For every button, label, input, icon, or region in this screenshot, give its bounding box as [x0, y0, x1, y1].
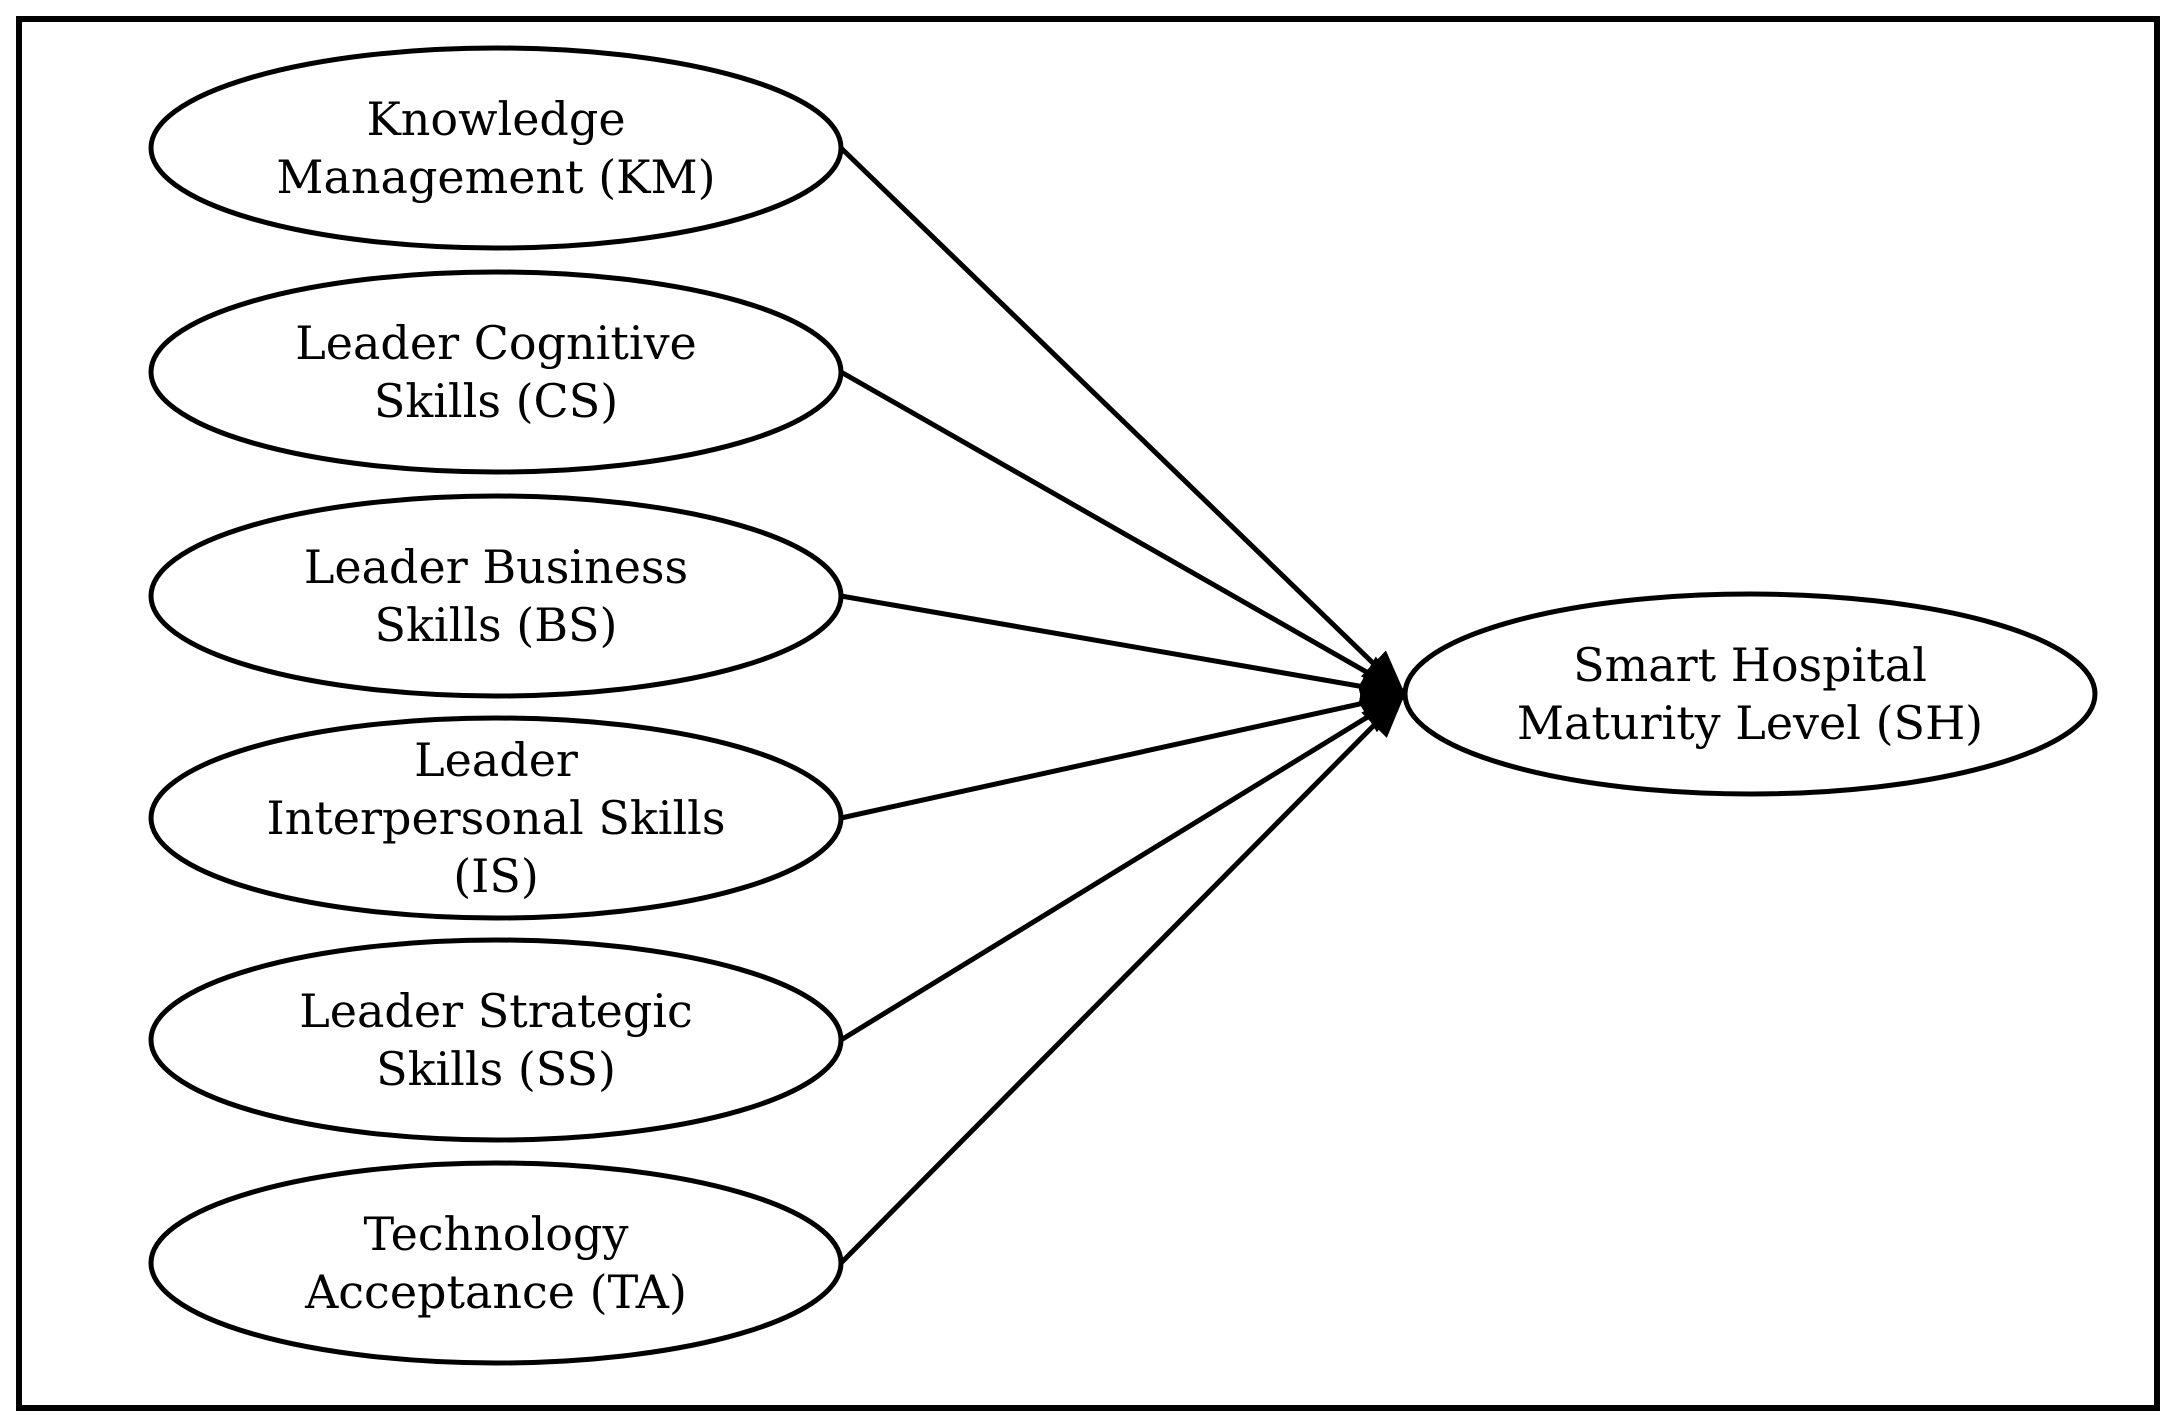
node-ellipse-bs — [148, 493, 844, 699]
arrow-km-to-sh — [839, 146, 1407, 696]
node-ellipse-is — [148, 715, 844, 921]
arrow-bs-to-sh — [840, 593, 1406, 705]
node-label-sh-line-1: Smart Hospital — [1573, 638, 1927, 692]
node-label-ta-line-2: Acceptance (TA) — [304, 1265, 687, 1319]
node-label-is-line-2: Interpersonal Skills — [267, 791, 726, 845]
node-label-km-line-1: Knowledge — [366, 92, 625, 146]
node-label-ta-line-1: Technology — [364, 1207, 629, 1261]
node-ellipse-cs — [148, 269, 844, 475]
node-label-km-line-2: Management (KM) — [276, 150, 715, 204]
node-label-sh-line-2: Maturity Level (SH) — [1517, 696, 1983, 750]
node-label-is-line-3: (IS) — [453, 849, 539, 903]
node-label-bs-line-2: Skills (BS) — [375, 598, 618, 652]
node-ellipse-km — [148, 45, 844, 251]
arrow-ss-to-sh — [839, 691, 1407, 1043]
edges-layer — [839, 146, 1407, 1265]
node-ellipse-sh — [1402, 591, 2098, 797]
node-label-ss-line-1: Leader Strategic — [299, 984, 693, 1038]
node-ellipse-ss — [148, 937, 844, 1143]
arrow-is-to-sh — [840, 685, 1406, 821]
node-label-bs-line-1: Leader Business — [304, 540, 688, 594]
node-label-ss-line-2: Skills (SS) — [376, 1042, 616, 1096]
node-ellipse-ta — [148, 1160, 844, 1366]
node-label-is-line-1: Leader — [414, 733, 578, 787]
node-label-cs-line-2: Skills (CS) — [374, 374, 618, 428]
node-label-cs-line-1: Leader Cognitive — [295, 316, 697, 370]
arrow-ta-to-sh — [839, 692, 1407, 1265]
arrow-cs-to-sh — [839, 369, 1407, 697]
